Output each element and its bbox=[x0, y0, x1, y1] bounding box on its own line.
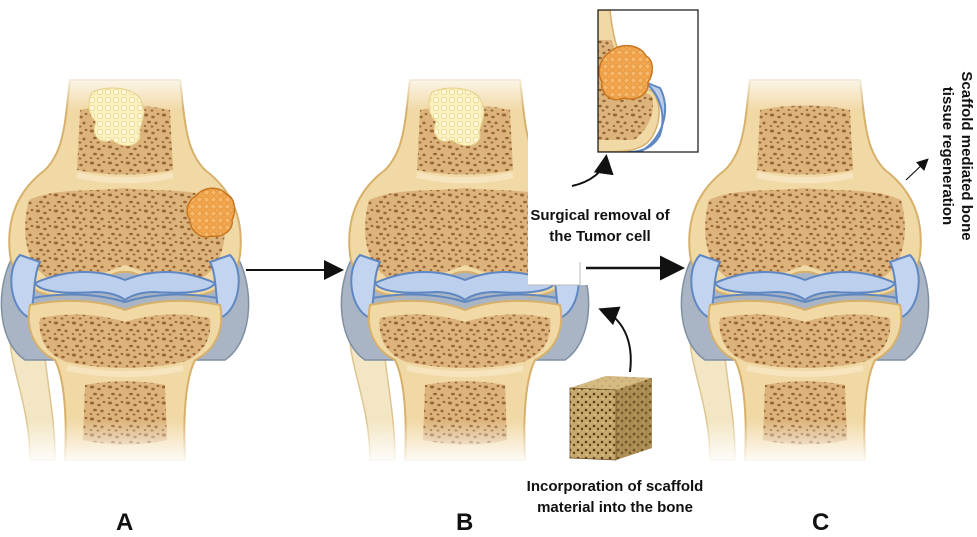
arrow-regeneration bbox=[906, 160, 927, 180]
regeneration-caption-line1: Scaffold mediated bone bbox=[957, 36, 976, 276]
surgical-removal-caption: Surgical removal of the Tumor cell bbox=[520, 205, 680, 247]
surgical-removal-line2: the Tumor cell bbox=[520, 226, 680, 247]
scaffold-caption-line1: Incorporation of scaffold bbox=[500, 476, 730, 497]
scaffold-cube bbox=[570, 376, 652, 460]
scaffold-caption-line2: material into the bone bbox=[500, 497, 730, 518]
tumor-inset bbox=[598, 10, 698, 152]
knee-b bbox=[335, 70, 595, 465]
marrow-lesion-a bbox=[89, 88, 144, 146]
knee-c bbox=[675, 70, 935, 465]
knee-a bbox=[0, 70, 255, 465]
regeneration-caption: Scaffold mediated bone tissue regenerati… bbox=[936, 36, 976, 276]
marrow-lesion-b bbox=[429, 88, 484, 146]
panel-label-b: B bbox=[456, 509, 473, 537]
arrow-scaffold-up bbox=[602, 310, 631, 372]
scaffold-caption: Incorporation of scaffold material into … bbox=[500, 476, 730, 518]
surgical-removal-line1: Surgical removal of bbox=[520, 205, 680, 226]
panel-label-a: A bbox=[116, 509, 133, 537]
regeneration-caption-line2: tissue regeneration bbox=[938, 36, 957, 276]
panel-label-c: C bbox=[812, 509, 829, 537]
